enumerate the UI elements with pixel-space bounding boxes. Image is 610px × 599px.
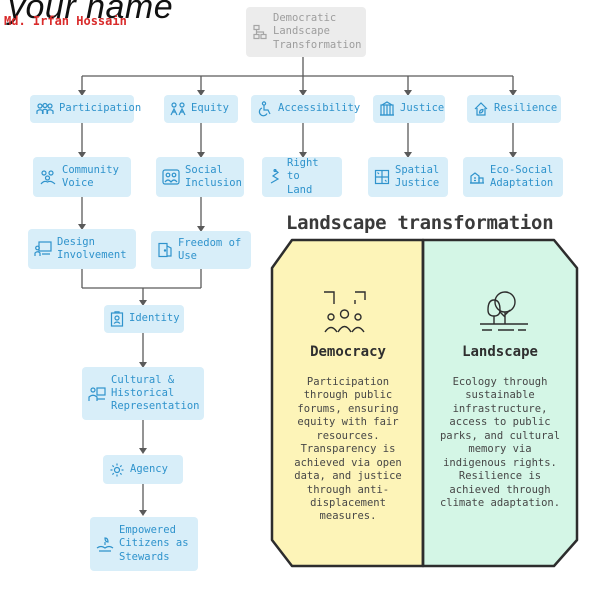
eco-social-label: Eco-Social Adaptation xyxy=(490,163,554,189)
house-leaf-icon xyxy=(474,102,488,116)
root-label: Democratic Landscape Transformation xyxy=(273,12,362,51)
design-involvement-node[interactable]: Design Involvement xyxy=(28,229,136,269)
agency-node[interactable]: Agency xyxy=(103,455,183,484)
right-to-land-node[interactable]: Right to Land xyxy=(262,157,342,197)
equity-scale-icon xyxy=(170,102,186,116)
landscape-heading: Landscape xyxy=(462,344,538,360)
social-inclusion-label: Social Inclusion xyxy=(185,163,242,189)
resilience-node[interactable]: Resilience xyxy=(467,95,561,123)
panel-title: Landscape transformation xyxy=(286,212,554,234)
author-name: Md. Irfan Hossain xyxy=(4,14,127,28)
agency-label: Agency xyxy=(130,462,168,475)
people-group-icon xyxy=(36,102,54,114)
right-to-land-label: Right to Land xyxy=(287,157,319,196)
social-inclusion-node[interactable]: Social Inclusion xyxy=(156,157,244,197)
participation-node[interactable]: Participation xyxy=(30,95,141,123)
freedom-of-use-label: Freedom of Use xyxy=(178,236,242,262)
freedom-of-use-node[interactable]: Freedom of Use xyxy=(151,231,251,269)
spatial-grid-icon xyxy=(374,169,390,185)
cultural-people-icon xyxy=(88,386,106,401)
participation-label: Participation xyxy=(59,102,142,115)
identity-label: Identity xyxy=(129,312,180,325)
design-screen-icon xyxy=(34,241,52,256)
inclusion-people-icon xyxy=(162,169,180,185)
empowered-stewards-label: Empowered Citizens as Stewards xyxy=(119,524,189,563)
democracy-heading: Democracy xyxy=(310,344,386,360)
empowered-stewards-node[interactable]: Empowered Citizens as Stewards xyxy=(90,517,198,571)
equity-node[interactable]: Equity xyxy=(164,95,238,123)
land-path-icon xyxy=(270,169,280,184)
landscape-trees-icon xyxy=(480,291,528,331)
root-node[interactable]: Democratic Landscape Transformation xyxy=(246,7,366,57)
identity-badge-icon xyxy=(110,311,124,327)
accessibility-node[interactable]: Accessibility xyxy=(251,95,360,123)
stewards-hands-icon xyxy=(96,537,114,552)
equity-label: Equity xyxy=(191,102,229,115)
spatial-justice-node[interactable]: Spatial Justice xyxy=(368,157,448,197)
cultural-representation-label: Cultural & Historical Representation xyxy=(111,373,200,413)
identity-node[interactable]: Identity xyxy=(104,305,184,333)
resilience-label: Resilience xyxy=(494,102,558,115)
spatial-justice-label: Spatial Justice xyxy=(395,163,440,189)
agency-gear-icon xyxy=(110,463,124,476)
justice-label: Justice xyxy=(400,102,445,115)
community-voice-label: Community Voice xyxy=(62,163,119,189)
community-people-icon xyxy=(40,170,56,185)
eco-social-node[interactable]: Eco-Social Adaptation xyxy=(463,157,563,197)
accessibility-icon xyxy=(258,101,271,117)
cultural-representation-node[interactable]: Cultural & Historical Representation xyxy=(82,367,204,420)
accessibility-label: Accessibility xyxy=(278,102,361,115)
freedom-door-icon xyxy=(158,242,172,258)
democracy-icon xyxy=(324,291,366,333)
landscape-description: Ecology through sustainable infrastructu… xyxy=(439,376,561,509)
eco-building-icon xyxy=(470,172,484,184)
justice-node[interactable]: Justice xyxy=(373,95,445,123)
community-voice-node[interactable]: Community Voice xyxy=(33,157,131,197)
design-involvement-label: Design Involvement xyxy=(57,235,127,261)
democracy-description: Participation through public forums, ens… xyxy=(294,376,402,523)
flowchart-icon xyxy=(253,24,267,40)
justice-building-icon xyxy=(380,101,394,116)
watermark-text: your name xyxy=(8,0,174,26)
